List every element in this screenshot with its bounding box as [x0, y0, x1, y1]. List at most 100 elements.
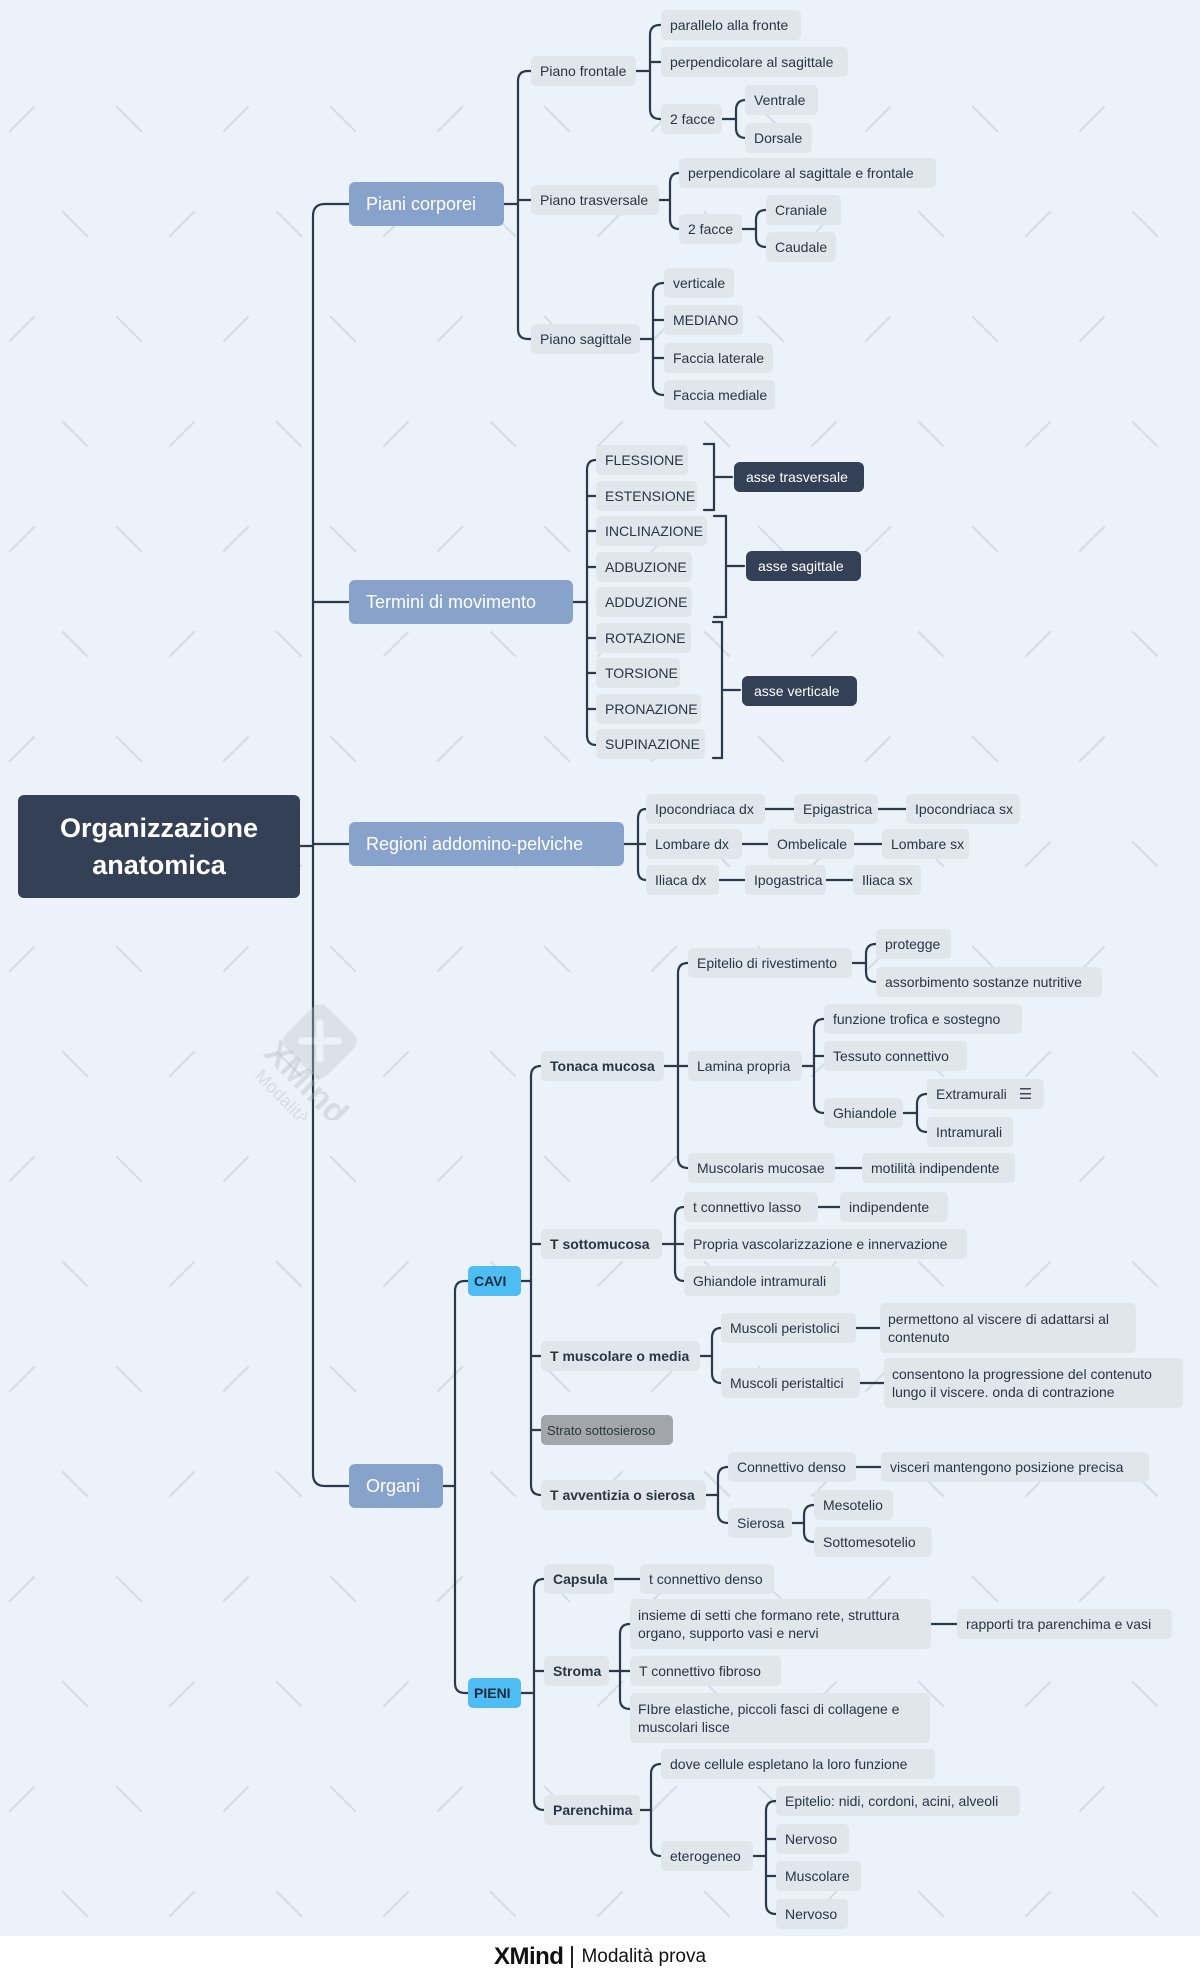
- topic-faccia-mediale[interactable]: Faccia mediale: [664, 380, 775, 410]
- topic-piano-frontale[interactable]: Piano frontale: [531, 56, 636, 86]
- topic-dorsale[interactable]: Dorsale: [745, 123, 812, 153]
- topic-vascolarizzazione[interactable]: Propria vascolarizzazione e innervazione: [684, 1229, 967, 1259]
- topic-muscoli-peristolici[interactable]: Muscoli peristolici: [721, 1313, 856, 1343]
- topic-caudale[interactable]: Caudale: [766, 232, 836, 262]
- topic-connettivo-lasso[interactable]: t connettivo lasso: [684, 1192, 818, 1222]
- topic-muscoli-peristaltici[interactable]: Muscoli peristaltici: [721, 1368, 860, 1398]
- root-topic[interactable]: Organizzazione anatomica: [18, 795, 300, 898]
- topic-piano-trasversale[interactable]: Piano trasversale: [531, 185, 659, 215]
- root-label: Organizzazione anatomica: [59, 812, 259, 880]
- topic-ipocondriaca-dx[interactable]: Ipocondriaca dx: [646, 794, 765, 824]
- branch-label: Termini di movimento: [366, 591, 537, 612]
- branch-piani-corporei[interactable]: Piani corporei: [349, 182, 504, 226]
- topic-lamina-propria[interactable]: Lamina propria: [688, 1051, 802, 1081]
- topic-t-avventizia[interactable]: T avventizia o sierosa: [541, 1480, 706, 1510]
- topic-muscolaris-mucosae[interactable]: Muscolaris mucosae: [688, 1153, 835, 1183]
- topic-ombelicale[interactable]: Ombelicale: [768, 829, 854, 859]
- topic-capsula[interactable]: Capsula: [544, 1564, 614, 1594]
- topic-epitelio-rivestimento[interactable]: Epitelio di rivestimento: [688, 948, 852, 978]
- topic-stroma[interactable]: Stroma: [544, 1656, 609, 1686]
- topic-pieni[interactable]: PIENI: [468, 1678, 521, 1708]
- topic-assorbimento[interactable]: assorbimento sostanze nutritive: [876, 967, 1102, 997]
- topic-faccia-laterale[interactable]: Faccia laterale: [664, 343, 773, 373]
- branch-label: Piani corporei: [366, 193, 477, 214]
- branch-organi[interactable]: Organi: [349, 1464, 443, 1508]
- xmind-brand-watermark: XMind Modalità prova: [251, 1004, 357, 1120]
- footer-mode-label: Modalità prova: [581, 1946, 707, 1967]
- topic-inclinazione[interactable]: INCLINAZIONE: [596, 516, 707, 546]
- branch-label: Organi: [366, 1475, 421, 1496]
- topic-label: Extramurali: [936, 1086, 1007, 1102]
- topic-piano-sagittale[interactable]: Piano sagittale: [531, 324, 640, 354]
- topic-visceri-posizione[interactable]: visceri mantengono posizione precisa: [881, 1452, 1149, 1482]
- topic-rotazione[interactable]: ROTAZIONE: [596, 623, 691, 653]
- topic-2-facce[interactable]: 2 facce: [679, 214, 742, 244]
- footer-bar: XMind Modalità prova: [0, 1936, 1200, 1978]
- topic-tessuto-connettivo[interactable]: Tessuto connettivo: [824, 1041, 967, 1071]
- topic-t-muscolare[interactable]: T muscolare o media: [541, 1341, 700, 1371]
- topic-ghiandole-intramurali[interactable]: Ghiandole intramurali: [684, 1266, 840, 1296]
- topic-asse-sagittale[interactable]: asse sagittale: [746, 551, 861, 581]
- topic-torsione[interactable]: TORSIONE: [596, 658, 680, 688]
- topic-flessione[interactable]: FLESSIONE: [596, 445, 688, 475]
- topic-nervoso-2[interactable]: Nervoso: [776, 1899, 848, 1929]
- topic-motilita[interactable]: motilità indipendente: [862, 1153, 1015, 1183]
- topic-craniale[interactable]: Craniale: [766, 195, 841, 225]
- topic-estensione[interactable]: ESTENSIONE: [596, 481, 697, 511]
- topic-eterogeneo[interactable]: eterogeneo: [661, 1841, 753, 1871]
- topic-sierosa[interactable]: Sierosa: [728, 1508, 792, 1538]
- topic-extramurali[interactable]: Extramurali ☰: [927, 1079, 1044, 1109]
- branch-termini-movimento[interactable]: Termini di movimento: [349, 580, 573, 624]
- topic-strato-sottosieroso[interactable]: Strato sottosieroso: [541, 1415, 673, 1445]
- topic-ipogastrica[interactable]: Ipogastrica: [745, 865, 826, 895]
- topic-parenchima[interactable]: Parenchima: [544, 1795, 640, 1825]
- topic-indipendente[interactable]: indipendente: [840, 1192, 948, 1222]
- topic-epitelio-nidi[interactable]: Epitelio: nidi, cordoni, acini, alveoli: [776, 1786, 1020, 1816]
- topic-asse-verticale[interactable]: asse verticale: [742, 676, 857, 706]
- branch-label: Regioni addomino-pelviche: [366, 833, 584, 854]
- topic-ipocondriaca-sx[interactable]: Ipocondriaca sx: [906, 794, 1020, 824]
- topic-sottomesotelio[interactable]: Sottomesotelio: [814, 1527, 932, 1557]
- topic-t-sottomucosa[interactable]: T sottomucosa: [541, 1229, 662, 1259]
- topic-ghiandole[interactable]: Ghiandole: [824, 1098, 903, 1128]
- topic-lombare-dx[interactable]: Lombare dx: [646, 829, 742, 859]
- topic-adduzione[interactable]: ADDUZIONE: [596, 587, 692, 617]
- notes-icon[interactable]: ☰: [1018, 1086, 1033, 1103]
- topic-peristaltici-desc[interactable]: consentono la progressione del contenuto…: [884, 1358, 1183, 1408]
- topic-iliaca-dx[interactable]: Iliaca dx: [646, 865, 719, 895]
- topic-perpendicolare-sagittale[interactable]: perpendicolare al sagittale: [661, 47, 848, 77]
- topic-mediano[interactable]: MEDIANO: [664, 305, 743, 335]
- topic-lombare-sx[interactable]: Lombare sx: [882, 829, 969, 859]
- topic-pronazione[interactable]: PRONAZIONE: [596, 694, 701, 724]
- footer-logo: XMind: [493, 1943, 564, 1970]
- topic-fibre-elastiche[interactable]: FIbre elastiche, piccoli fasci di collag…: [630, 1693, 930, 1743]
- topic-connettivo-fibroso[interactable]: T connettivo fibroso: [630, 1656, 781, 1686]
- topic-peristolici-desc[interactable]: permettono al viscere di adattarsi al co…: [880, 1303, 1136, 1353]
- topic-cavi[interactable]: CAVI: [468, 1266, 521, 1296]
- footer-divider: [571, 1946, 574, 1968]
- topic-verticale[interactable]: verticale: [664, 268, 734, 298]
- topic-setti-rete[interactable]: insieme di setti che formano rete, strut…: [630, 1599, 931, 1649]
- topic-mesotelio[interactable]: Mesotelio: [814, 1490, 893, 1520]
- topic-cellule-funzione[interactable]: dove cellule espletano la loro funzione: [661, 1749, 935, 1779]
- topic-tonaca-mucosa[interactable]: Tonaca mucosa: [541, 1051, 664, 1081]
- branch-regioni[interactable]: Regioni addomino-pelviche: [349, 822, 624, 866]
- topic-adbuzione[interactable]: ADBUZIONE: [596, 552, 692, 582]
- topic-epigastrica[interactable]: Epigastrica: [794, 794, 878, 824]
- topic-parallelo-fronte[interactable]: parallelo alla fronte: [661, 10, 801, 40]
- topic-intramurali[interactable]: Intramurali: [927, 1117, 1013, 1147]
- topic-iliaca-sx[interactable]: Iliaca sx: [853, 865, 921, 895]
- topic-perpendicolare-sag-front[interactable]: perpendicolare al sagittale e frontale: [679, 158, 936, 188]
- topic-asse-trasversale[interactable]: asse trasversale: [734, 462, 864, 492]
- topic-muscolare[interactable]: Muscolare: [776, 1861, 861, 1891]
- topic-protegge[interactable]: protegge: [876, 929, 951, 959]
- topic-nervoso[interactable]: Nervoso: [776, 1824, 849, 1854]
- topic-funzione-trofica[interactable]: funzione trofica e sostegno: [824, 1004, 1022, 1034]
- topic-connettivo-denso[interactable]: Connettivo denso: [728, 1452, 856, 1482]
- topic-2-facce[interactable]: 2 facce: [661, 104, 722, 134]
- topic-rapporti[interactable]: rapporti tra parenchima e vasi: [957, 1609, 1172, 1639]
- topic-ventrale[interactable]: Ventrale: [745, 85, 818, 115]
- topic-supinazione[interactable]: SUPINAZIONE: [596, 729, 705, 759]
- topic-t-connettivo-denso[interactable]: t connettivo denso: [640, 1564, 774, 1594]
